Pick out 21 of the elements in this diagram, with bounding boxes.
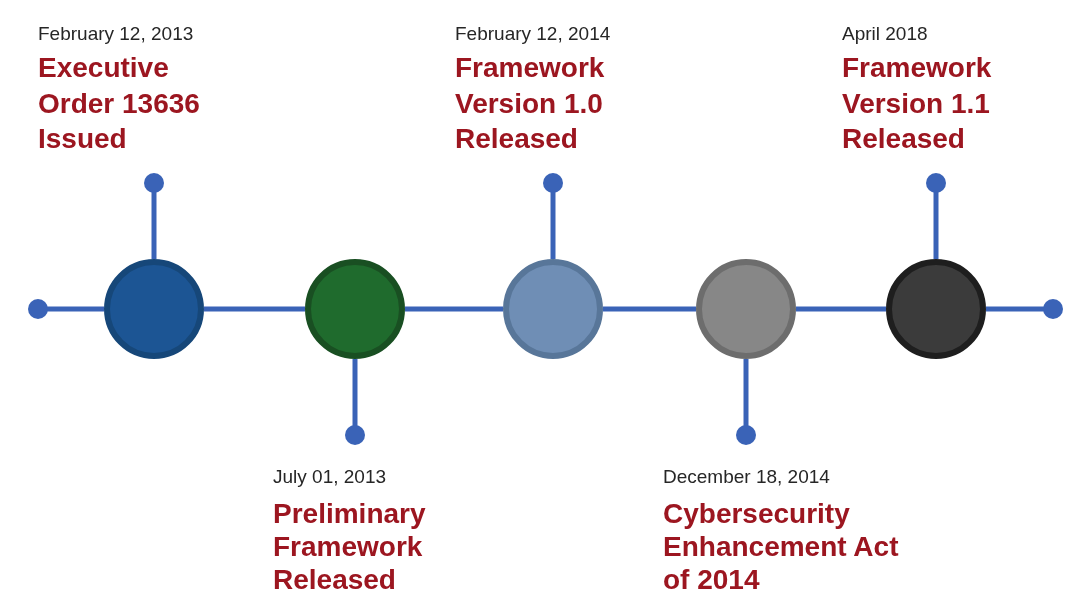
- leader-line: [345, 359, 365, 445]
- date-label: February 12, 2013: [38, 22, 195, 46]
- date-label: December 18, 2014: [663, 465, 831, 489]
- timeline-line: [204, 306, 305, 312]
- timeline-line: [405, 306, 503, 312]
- leader-line: [543, 173, 563, 259]
- timeline-line: [796, 306, 886, 312]
- milestone-title: Framework Version 1.0 Released: [455, 51, 606, 156]
- timeline-line: [603, 306, 696, 312]
- milestone-title: Framework Version 1.1 Released: [842, 51, 993, 156]
- milestone-title: Executive Order 13636 Issued: [38, 51, 201, 156]
- milestone-title: Cybersecurity Enhancement Act of 2014: [663, 497, 900, 596]
- date-label: April 2018: [842, 22, 929, 46]
- date-label: July 01, 2013: [273, 465, 388, 489]
- leader-line: [736, 359, 756, 445]
- date-label: February 12, 2014: [455, 22, 612, 46]
- leader-line: [926, 173, 946, 259]
- leader-line: [144, 173, 164, 259]
- timeline-line: [28, 299, 104, 319]
- timeline-line: [986, 299, 1063, 319]
- milestone-title: Preliminary Framework Released: [273, 497, 427, 596]
